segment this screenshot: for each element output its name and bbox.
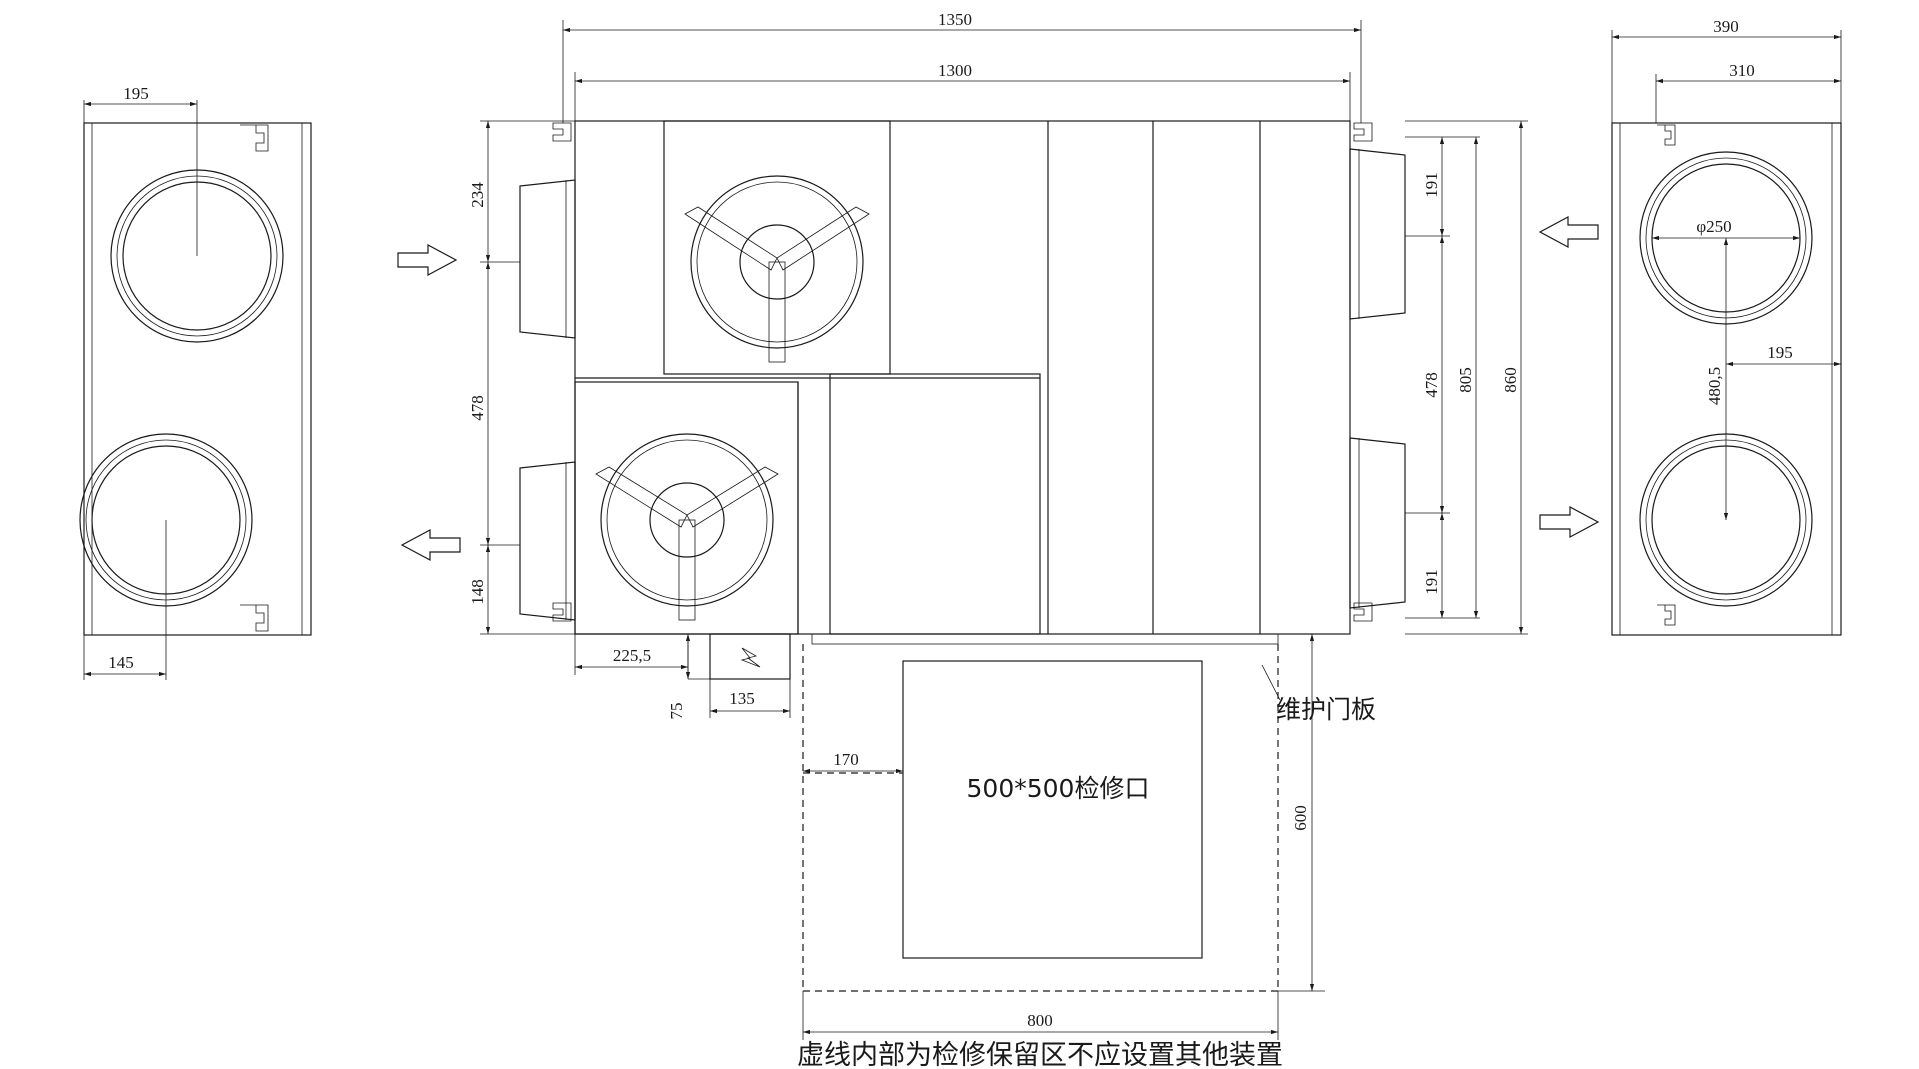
dim-left-view-145: 145 xyxy=(108,653,134,672)
dim-reserve-width: 800 xyxy=(1027,1011,1053,1030)
electrical-box xyxy=(709,633,791,680)
lower-fan xyxy=(595,433,779,621)
dim-right-view-310: 310 xyxy=(1729,61,1755,80)
dim-right-478: 478 xyxy=(1422,372,1441,398)
dim-center-spacing: 480,5 xyxy=(1705,367,1724,405)
dim-right-805: 805 xyxy=(1456,367,1475,393)
access-port xyxy=(902,660,1203,959)
dim-left-view-195: 195 xyxy=(123,84,149,103)
outlet-arrow-right xyxy=(1539,505,1600,539)
dim-access-offset: 170 xyxy=(833,750,859,769)
dim-box-width: 135 xyxy=(729,689,755,708)
main-front-view: 1350 1300 xyxy=(397,10,1600,724)
dim-box-drop: 75 xyxy=(667,703,686,720)
label-maintenance-door: 维护门板 xyxy=(1276,695,1376,724)
dim-right-191-top: 191 xyxy=(1422,172,1441,198)
dim-overall-width: 1350 xyxy=(938,10,972,29)
dim-box-offset: 225,5 xyxy=(613,646,651,665)
dim-left-234: 234 xyxy=(468,182,487,208)
left-side-view: 195 145 xyxy=(79,84,312,680)
dim-right-860: 860 xyxy=(1501,367,1520,393)
inlet-arrow-right xyxy=(1538,215,1599,249)
upper-fan xyxy=(684,175,870,363)
dim-reserve-height: 600 xyxy=(1291,805,1310,831)
label-reserve-note: 虚线内部为检修保留区不应设置其他装置 xyxy=(797,1040,1283,1069)
right-side-view: 390 310 φ250 480,5 195 xyxy=(1611,17,1842,636)
dim-diameter: φ250 xyxy=(1696,217,1731,236)
dim-right-view-390: 390 xyxy=(1713,17,1739,36)
dim-left-148: 148 xyxy=(468,579,487,605)
service-reserve-zone: 500*500检修口 170 600 800 虚线内部为检修保留区不应设置其他装… xyxy=(797,634,1325,1069)
dim-left-478: 478 xyxy=(468,395,487,421)
dim-right-view-195: 195 xyxy=(1767,343,1793,362)
lightning-icon xyxy=(740,647,761,668)
label-access-port: 500*500检修口 xyxy=(967,774,1150,803)
dim-right-191-bottom: 191 xyxy=(1422,569,1441,595)
inlet-arrow-left xyxy=(397,243,458,277)
outlet-arrow-left xyxy=(400,528,461,562)
dim-inner-width: 1300 xyxy=(938,61,972,80)
